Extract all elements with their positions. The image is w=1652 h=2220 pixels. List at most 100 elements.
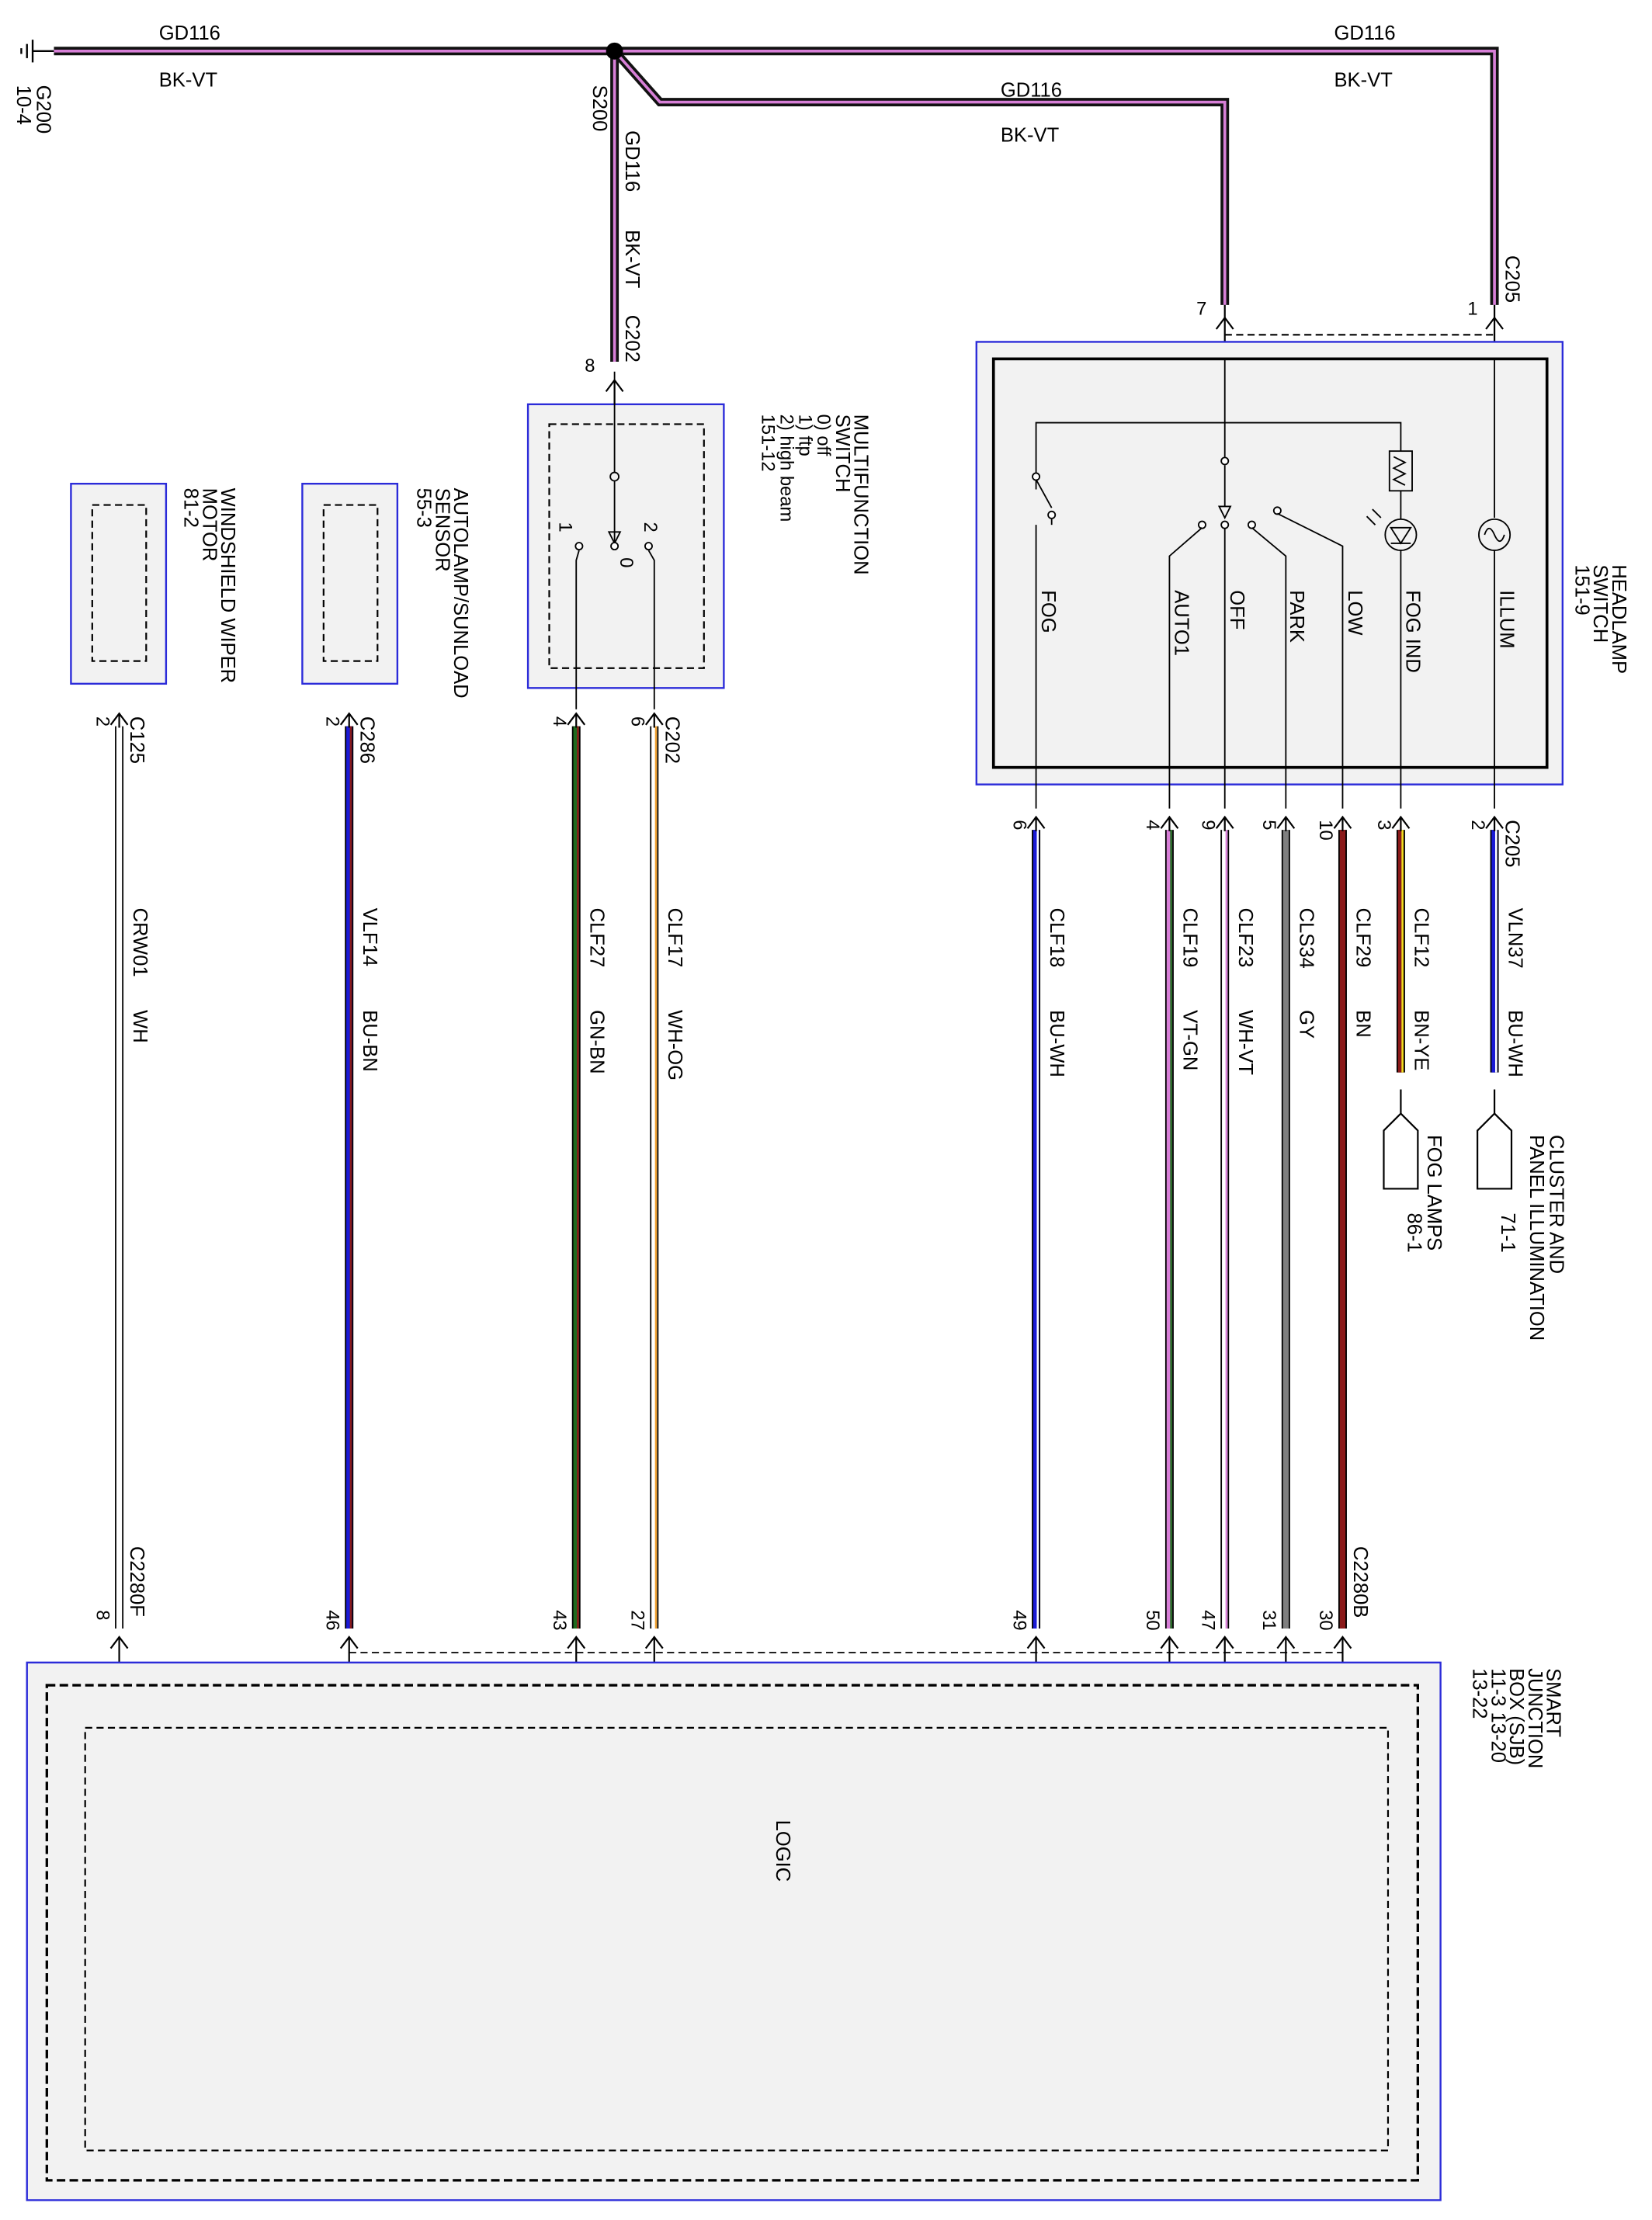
headlamp-switch-component <box>975 341 1564 809</box>
top-pin-number: 4 <box>1142 820 1163 830</box>
bottom-pin-number: 27 <box>627 1610 648 1630</box>
wire-circuit-label: CLF19 <box>1179 908 1201 968</box>
sjb-title-line: 11-3 13-20 <box>1487 1668 1508 1763</box>
gnd-wire-color: BK-VT <box>159 69 218 91</box>
gnd-wire-circuit: GD116 <box>1334 23 1395 44</box>
ground-symbol <box>20 40 54 63</box>
connector-label: C202 <box>621 315 643 362</box>
connector-arrow <box>1215 815 1234 831</box>
wire-clf12 <box>1391 815 1411 1073</box>
headlamp-switch-title: HEADLAMP <box>1608 564 1629 674</box>
switch-position: 0 <box>616 557 637 567</box>
bottom-pin-number: 31 <box>1258 1610 1279 1630</box>
wire-clf17 <box>644 712 664 1728</box>
fog-lamps-name: FOG LAMPS <box>1423 1135 1445 1250</box>
headlamp-position: PARK <box>1286 590 1307 643</box>
top-pin-number: 10 <box>1315 820 1336 840</box>
multifunction-position: 2) high beam <box>776 415 796 522</box>
wire-circuit-label: CLF18 <box>1046 908 1067 968</box>
wire-color-label: BN <box>1352 1010 1374 1038</box>
bottom-connector-label: C2280B <box>1349 1546 1371 1618</box>
multifunction-title: MULTIFUNCTION <box>850 415 872 575</box>
autolamp-sensor-title-2: SENSOR <box>431 488 453 572</box>
connector-arrow <box>644 712 664 728</box>
gnd-wire-circuit: GD116 <box>621 130 643 192</box>
pin-number: 1 <box>1467 299 1477 320</box>
wire-color-label: BU-BN <box>359 1010 380 1072</box>
top-pin-number: 6 <box>1008 820 1029 830</box>
headlamp-position: OFF <box>1226 590 1248 630</box>
pin-number: 8 <box>585 356 595 376</box>
top-pin-number: 2 <box>321 716 342 727</box>
gnd-wire-circuit: GD116 <box>1001 79 1062 101</box>
bottom-pin-number: 50 <box>1142 1610 1163 1630</box>
headlamp-switch-title-2: SWITCH <box>1589 564 1611 643</box>
wiper-motor-ref: 81-2 <box>180 488 202 528</box>
ground-name: G200 <box>33 85 54 134</box>
pin-number: 7 <box>1196 299 1206 320</box>
sjb-title-line: BOX (SJB) <box>1505 1668 1527 1765</box>
wire-clf18 <box>1026 815 1046 1728</box>
autolamp-sensor-ref: 55-3 <box>412 488 434 528</box>
wire-circuit-label: VLF14 <box>359 908 380 966</box>
wire-cls34 <box>1276 815 1296 1728</box>
cluster-title: CLUSTER AND <box>1545 1135 1567 1274</box>
connector-arrow <box>1391 815 1411 831</box>
autolamp-sensor-component <box>301 482 399 685</box>
sjb-title-line: JUNCTION <box>1524 1668 1546 1768</box>
wire-circuit-label: CLF29 <box>1352 908 1374 968</box>
top-connector-label: C286 <box>356 716 377 764</box>
switch-position: 1 <box>554 522 575 532</box>
wire-color-label: GN-BN <box>586 1010 608 1074</box>
top-pin-number: 4 <box>549 716 570 727</box>
wire-color-label: BN-YE <box>1411 1010 1432 1070</box>
top-connector-label: C202 <box>661 716 682 764</box>
bottom-pin-number: 8 <box>92 1610 113 1620</box>
wiper-motor-component <box>70 482 168 685</box>
wire-color-label: BU-WH <box>1504 1010 1525 1077</box>
multifunction-position: 1) ftp <box>794 415 815 456</box>
top-pin-number: 6 <box>627 716 648 727</box>
fog-lamps-ref: 86-1 <box>1404 1212 1425 1252</box>
cluster-title-2: PANEL ILLUMINATION <box>1525 1135 1547 1341</box>
multifunction-switch-component <box>526 371 725 709</box>
wire-circuit-label: CLS34 <box>1296 908 1317 969</box>
top-pin-number: 2 <box>92 716 113 727</box>
ground-wire-right <box>614 47 1499 305</box>
sjb-title-line: 13-22 <box>1469 1668 1491 1719</box>
wire-clf19 <box>1160 815 1179 1728</box>
connector-label: C205 <box>1501 255 1523 303</box>
headlamp-position: FOG IND <box>1402 590 1424 673</box>
wire-circuit-label: CLF27 <box>586 908 608 968</box>
top-pin-number: 3 <box>1373 820 1394 830</box>
connector-arrow <box>567 712 586 728</box>
ground-wire-mid <box>611 48 1230 305</box>
wiper-motor-title-2: MOTOR <box>198 488 220 562</box>
wire-clf23 <box>1215 815 1234 1728</box>
bottom-pin-number: 30 <box>1315 1610 1336 1630</box>
connector-arrow <box>339 712 359 728</box>
connector-arrow <box>1026 815 1046 831</box>
gnd-wire-color: BK-VT <box>1001 125 1060 147</box>
splice-dot <box>606 42 623 60</box>
wire-color-label: WH-VT <box>1234 1010 1256 1075</box>
headlamp-position: LOW <box>1344 590 1366 636</box>
wire-vln37 <box>1485 815 1504 1073</box>
bottom-pin-number: 43 <box>549 1610 570 1630</box>
top-pin-number: 2 <box>1467 820 1488 830</box>
bottom-pin-number: 46 <box>321 1610 342 1630</box>
cluster-connector <box>1477 1089 1513 1190</box>
multifunction-ref: 151-12 <box>758 415 779 472</box>
gnd-wire-circuit: GD116 <box>159 23 220 44</box>
headlamp-position: FOG <box>1037 590 1059 633</box>
connector-arrow <box>1485 815 1504 831</box>
sjb-component <box>26 1652 1442 2201</box>
top-pin-number: 9 <box>1197 820 1218 830</box>
sjb-logic-label: LOGIC <box>772 1820 793 1882</box>
wire-clf27 <box>567 712 586 1728</box>
headlamp-position: ILLUM <box>1495 590 1517 648</box>
wire-color-label: GY <box>1296 1010 1317 1039</box>
splice-name: S200 <box>588 85 610 132</box>
